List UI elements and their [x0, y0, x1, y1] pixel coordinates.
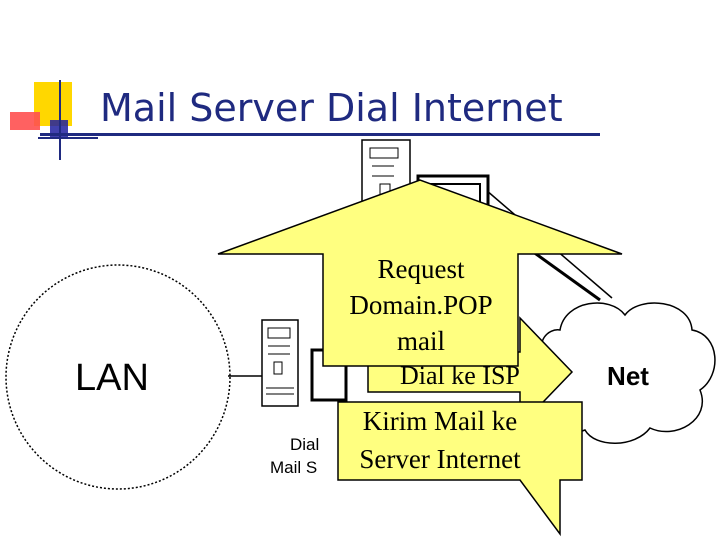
- request-arrow: [217, 179, 623, 367]
- send-line-1: Kirim Mail ke: [363, 406, 517, 436]
- local-server-tower: [261, 319, 299, 407]
- request-line-3: mail: [397, 326, 445, 356]
- lan-label: LAN: [75, 357, 149, 399]
- server-caption-line1: Dial: [290, 435, 319, 454]
- server-caption-line2: Mail S: [270, 458, 317, 477]
- request-line-1: Request: [378, 254, 465, 284]
- request-line-2: Domain.POP: [349, 290, 492, 320]
- send-callout: Kirim Mail ke Server Internet: [337, 401, 583, 537]
- deco-red-square: [10, 112, 40, 130]
- send-line-2: Server Internet: [359, 444, 521, 474]
- dialup-mail-server: [261, 319, 348, 407]
- title-underline: [40, 133, 600, 136]
- lan-circle: [5, 264, 231, 490]
- dial-isp-arrow: [367, 316, 574, 428]
- request-callout: Request Domain.POP mail: [217, 179, 623, 367]
- server-drive-bay: [369, 147, 399, 159]
- send-arrow: [337, 401, 583, 537]
- slide-title: Mail Server Dial Internet: [100, 86, 563, 130]
- internet-label: Net: [607, 361, 649, 391]
- title-decoration: [8, 78, 98, 168]
- deco-yellow-square: [34, 82, 72, 126]
